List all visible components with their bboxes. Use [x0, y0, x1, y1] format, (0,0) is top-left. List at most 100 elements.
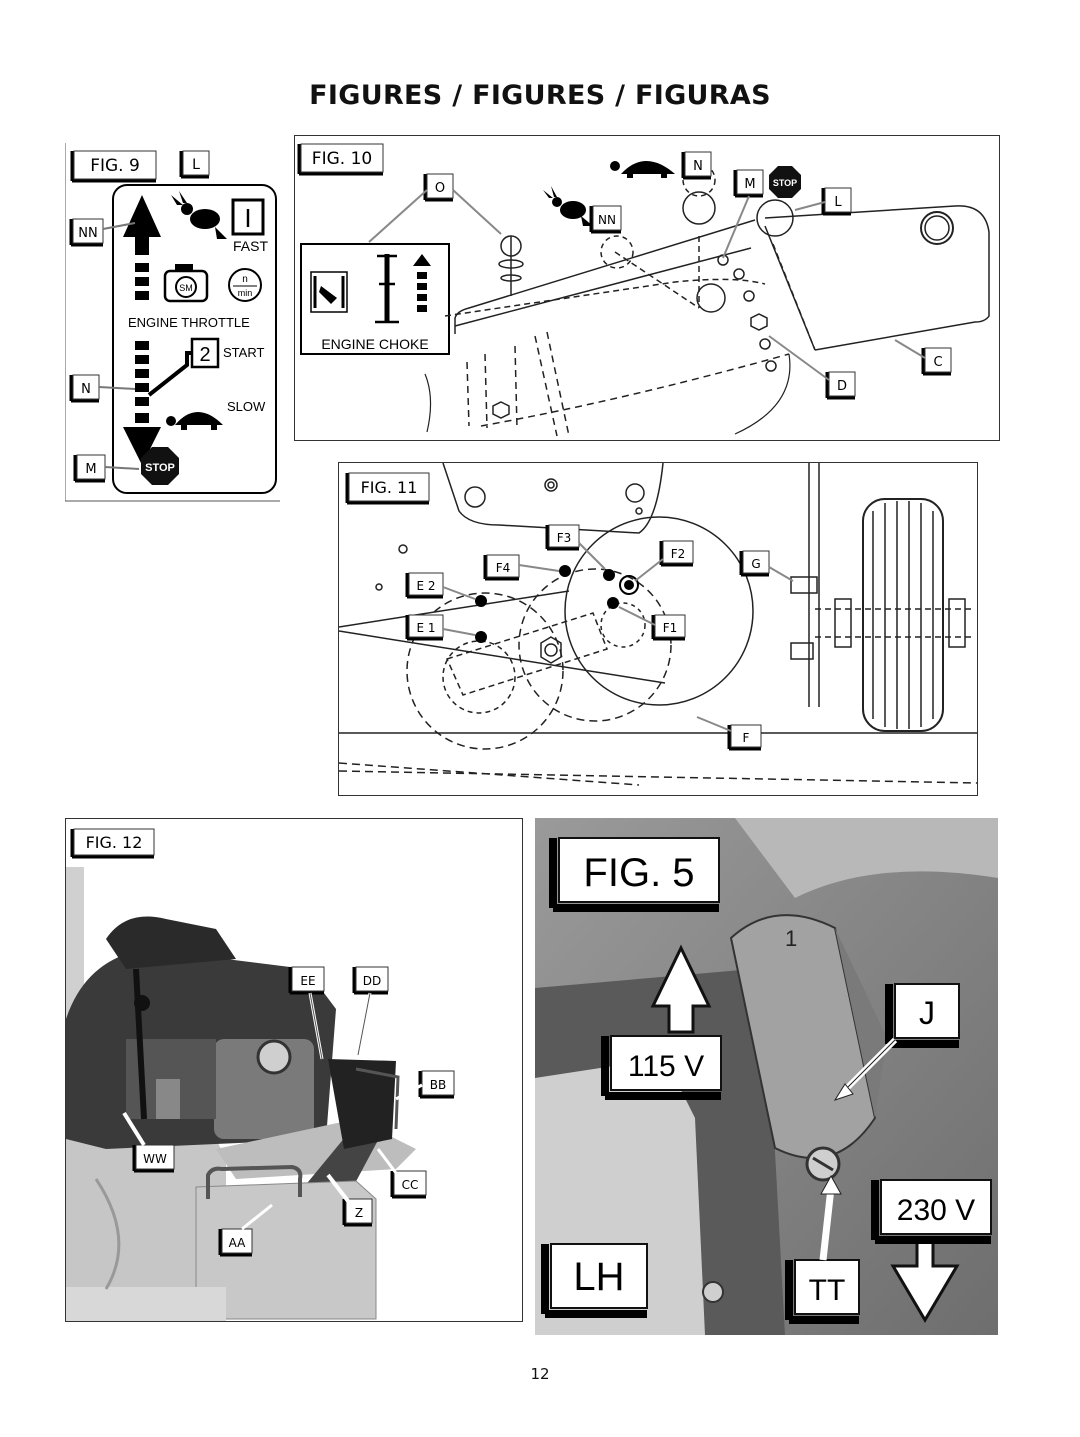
- fig9-callout-l: L: [179, 150, 210, 179]
- svg-text:min: min: [238, 288, 253, 298]
- fig10-turtle-icon: [610, 161, 675, 178]
- figure-11-panel: FIG. 11: [338, 462, 978, 796]
- fig12-callout-dd: DD: [352, 966, 389, 1056]
- fig12-callout-bb: BB: [395, 1070, 455, 1101]
- fig12-callout-cc: CC: [376, 1148, 427, 1199]
- start-position-box: [190, 337, 220, 369]
- svg-text:J: J: [919, 995, 935, 1031]
- svg-text:L: L: [834, 195, 842, 210]
- turtle-icon: [166, 412, 223, 430]
- svg-text:NN: NN: [598, 213, 616, 227]
- fig10-callout-m: M: [722, 169, 764, 259]
- fig11-callout-e1: E 1: [405, 614, 476, 641]
- fig10-callout-c: C: [894, 339, 952, 376]
- svg-text:M: M: [744, 177, 755, 192]
- fig11-callout-e2: E 2: [405, 572, 476, 600]
- fig12-title-box: FIG. 12: [70, 828, 155, 859]
- fig11-callout-f1: F1: [618, 606, 686, 641]
- page-number: 12: [530, 1365, 550, 1383]
- fast-label: FAST: [233, 238, 268, 254]
- svg-text:M: M: [85, 462, 96, 477]
- fig12-callout-ee: EE: [288, 966, 325, 1060]
- svg-text:WW: WW: [143, 1152, 167, 1166]
- rabbit-icon: [171, 191, 227, 239]
- svg-text:STOP: STOP: [145, 462, 175, 474]
- fig11-holes: [475, 565, 639, 643]
- fast-arrow-icon: [123, 195, 161, 255]
- figure-10-panel: FIG. 10 ENGINE CHOKE: [294, 135, 1000, 441]
- svg-text:DD: DD: [363, 974, 381, 988]
- svg-text:I: I: [244, 203, 251, 233]
- fig12-callout-z: Z: [326, 1173, 373, 1227]
- figure-10-drawing: FIG. 10 ENGINE CHOKE: [297, 143, 990, 437]
- fig10-callout-nn: NN: [589, 205, 622, 234]
- svg-text:L: L: [192, 157, 200, 173]
- svg-text:230 V: 230 V: [897, 1194, 975, 1227]
- svg-text:Z: Z: [355, 1206, 363, 1220]
- svg-text:O: O: [435, 181, 445, 196]
- snow-thrower-engine-photo: [66, 867, 416, 1321]
- svg-text:TT: TT: [809, 1274, 846, 1307]
- page-title: FIGURES / FIGURES / FIGURAS: [309, 80, 771, 111]
- svg-text:FIG. 5: FIG. 5: [583, 851, 694, 895]
- fig5-title-box: FIG. 5: [549, 837, 720, 912]
- figure-9-panel: FIG. 9 L I FAST: [65, 143, 281, 502]
- svg-text:N: N: [693, 159, 703, 174]
- engine-throttle-label: ENGINE THROTTLE: [128, 315, 250, 330]
- svg-text:F2: F2: [671, 547, 686, 561]
- engine-choke-label: ENGINE CHOKE: [321, 336, 428, 352]
- svg-text:D: D: [837, 379, 847, 394]
- fig11-title-box: FIG. 11: [345, 472, 430, 505]
- fast-symbol-box: [231, 198, 265, 236]
- up-arrow-icon: [650, 944, 712, 1034]
- fig11-callout-f3: F3: [545, 524, 606, 570]
- fig10-callout-l: L: [794, 187, 852, 216]
- fig5-label-j: J: [833, 983, 960, 1101]
- fig11-callout-g: G: [739, 550, 794, 582]
- fig9-callout-nn: NN: [69, 218, 136, 247]
- fig9-title-box: FIG. 9: [70, 150, 157, 183]
- svg-text:115 V: 115 V: [628, 1050, 704, 1083]
- svg-text:CC: CC: [402, 1178, 419, 1192]
- svg-text:STOP: STOP: [773, 178, 797, 188]
- svg-text:n: n: [242, 274, 248, 285]
- fig9-callout-n: N: [69, 374, 136, 403]
- start-label: START: [223, 345, 264, 360]
- control-panel-drawing: [424, 163, 990, 437]
- fig11-callout-f4: F4: [483, 554, 560, 581]
- figure-12-photo: FIG. 12 EE: [66, 828, 455, 1321]
- svg-text:AA: AA: [229, 1236, 247, 1250]
- svg-text:FIG. 11: FIG. 11: [361, 478, 418, 497]
- svg-text:E 2: E 2: [416, 579, 435, 593]
- fig9-callout-m: M: [73, 454, 140, 483]
- fig12-callout-aa: AA: [218, 1203, 273, 1257]
- wheel-assembly-drawing: [339, 463, 977, 786]
- fig11-callout-f: F: [696, 716, 762, 751]
- fig10-callout-o: O: [368, 173, 502, 243]
- figure-5-photo: 1 FIG. 5 115 V J: [535, 818, 998, 1335]
- fig10-title-box: FIG. 10: [297, 143, 384, 176]
- svg-text:G: G: [751, 557, 760, 571]
- fig10-callout-d: D: [768, 335, 856, 400]
- figure-5-panel: 1 FIG. 5 115 V J: [535, 818, 998, 1335]
- figure-12-panel: FIG. 12 EE: [65, 818, 523, 1322]
- fig12-callout-ww: WW: [122, 1111, 175, 1173]
- svg-text:F4: F4: [496, 561, 511, 575]
- rpm-icon: n min: [228, 268, 262, 302]
- fig10-rabbit-icon: [543, 186, 593, 226]
- fig10-stop-sign-icon: STOP: [769, 166, 801, 198]
- svg-text:2: 2: [199, 344, 210, 366]
- svg-text:C: C: [933, 355, 942, 370]
- fig11-callout-f2: F2: [634, 540, 694, 582]
- svg-text:SM: SM: [179, 283, 193, 293]
- svg-text:EE: EE: [300, 974, 315, 988]
- figure-11-drawing: FIG. 11: [339, 463, 977, 786]
- fig5-label-tt: TT: [785, 1174, 860, 1324]
- figure-9-drawing: FIG. 9 L I FAST: [65, 143, 280, 502]
- fig10-callout-n: N: [681, 151, 712, 180]
- engine-icon: SM: [163, 264, 209, 303]
- fig5-label-230v: 230 V: [871, 1179, 992, 1244]
- fig5-label-115v: 115 V: [601, 1035, 722, 1100]
- engine-choke-decal: ENGINE CHOKE: [300, 243, 450, 355]
- stop-sign-icon: STOP: [141, 447, 179, 485]
